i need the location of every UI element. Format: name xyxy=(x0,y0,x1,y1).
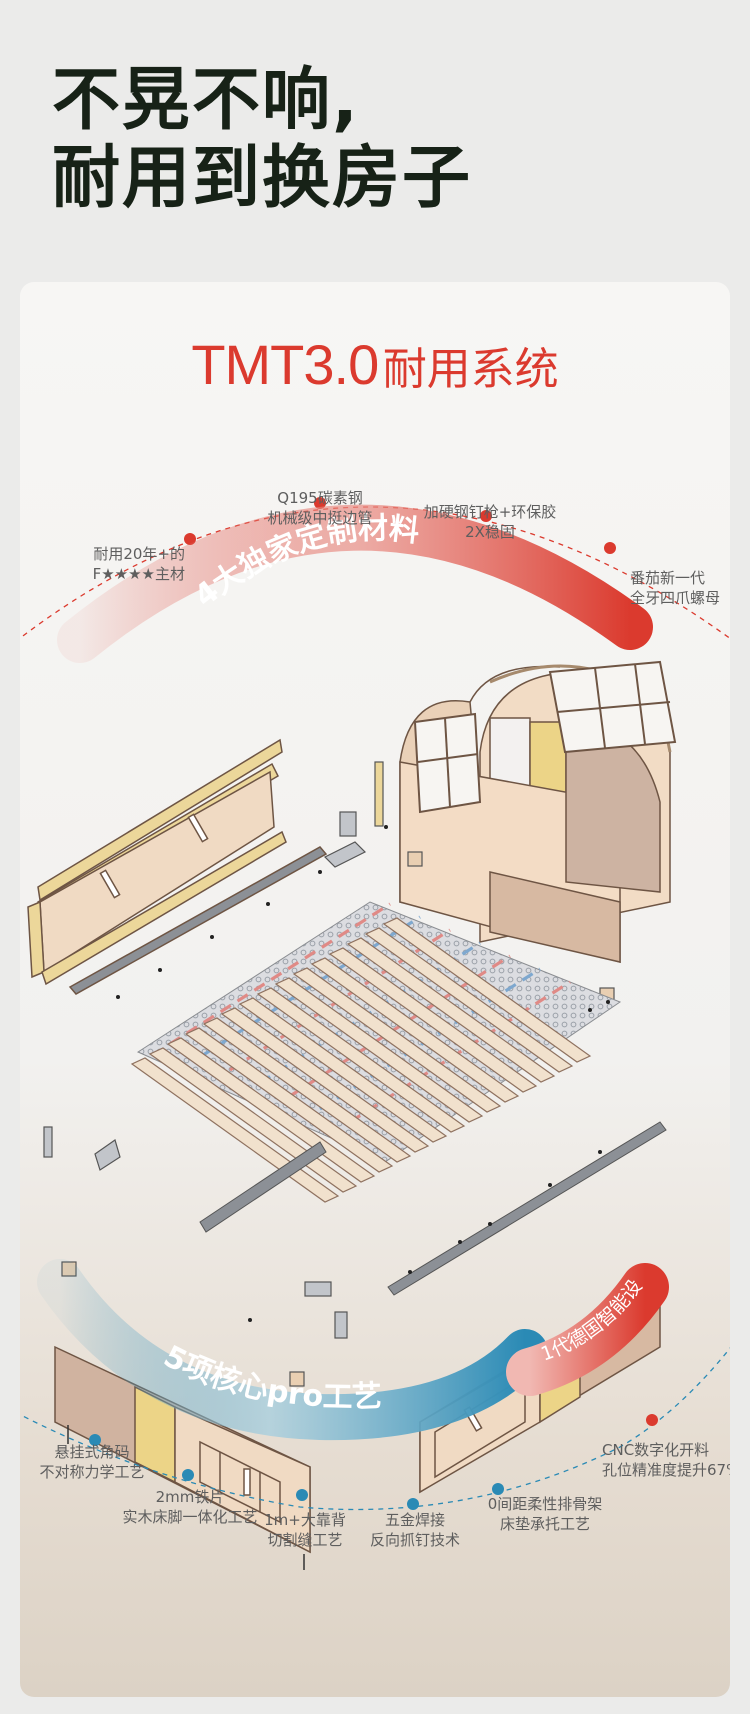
craft-label-3: 1m+大靠背切割缝工艺 xyxy=(264,1511,346,1549)
craft-label-6: CNC数字化开料孔位精准度提升67% xyxy=(602,1441,730,1479)
material-label-2: Q195碳素钢机械级中挺边管 xyxy=(267,489,373,527)
craft-dot-2 xyxy=(182,1469,194,1481)
headboard xyxy=(399,660,677,963)
tmt-system-card: TMT3.0 耐用系统 xyxy=(20,282,730,1697)
craft-dot-4 xyxy=(407,1498,419,1510)
materials-dashed-arc xyxy=(20,506,730,640)
card-title-cn: 耐用系统 xyxy=(382,344,559,395)
material-dot-4 xyxy=(604,542,616,554)
headline: 不晃不响, 耐用到换房子 xyxy=(52,62,472,218)
headline-line-2: 耐用到换房子 xyxy=(52,139,473,218)
craft-label-5: 0间距柔性排骨架床垫承托工艺 xyxy=(487,1495,603,1533)
craft-dot-3 xyxy=(296,1489,308,1501)
craft-label-2: 2mm铁片实木床脚一体化工艺 xyxy=(122,1488,258,1526)
crafts-banner-arc xyxy=(37,1259,548,1441)
craft-dot-6 xyxy=(646,1414,658,1426)
material-dot-2 xyxy=(314,497,326,509)
craft-dot-5 xyxy=(492,1483,504,1495)
bed-slats xyxy=(130,917,592,1203)
exploded-bed-illustration: 4大独家定制材料 xyxy=(20,282,730,1570)
card-title-code: TMT3.0 xyxy=(191,333,379,396)
hardware-brackets xyxy=(43,761,615,1387)
footboard xyxy=(54,1345,311,1570)
material-dot-3 xyxy=(480,510,492,522)
craft-label-1: 悬挂式角码不对称力学工艺 xyxy=(39,1443,145,1481)
material-dot-1 xyxy=(184,533,196,545)
material-label-4: 番茄新一代全牙四爪螺母 xyxy=(630,569,721,607)
steel-rails xyxy=(199,1121,667,1296)
crafts-dashed-arc xyxy=(20,1347,730,1511)
left-side-rail xyxy=(27,738,328,995)
craft-label-4: 五金焊接反向抓钉技术 xyxy=(369,1511,461,1549)
card-title: TMT3.0 耐用系统 xyxy=(20,332,730,397)
headline-line-1: 不晃不响, xyxy=(52,61,360,140)
craft-dot-1 xyxy=(89,1434,101,1446)
screws xyxy=(116,825,610,1322)
materials-banner-arc xyxy=(57,504,653,663)
